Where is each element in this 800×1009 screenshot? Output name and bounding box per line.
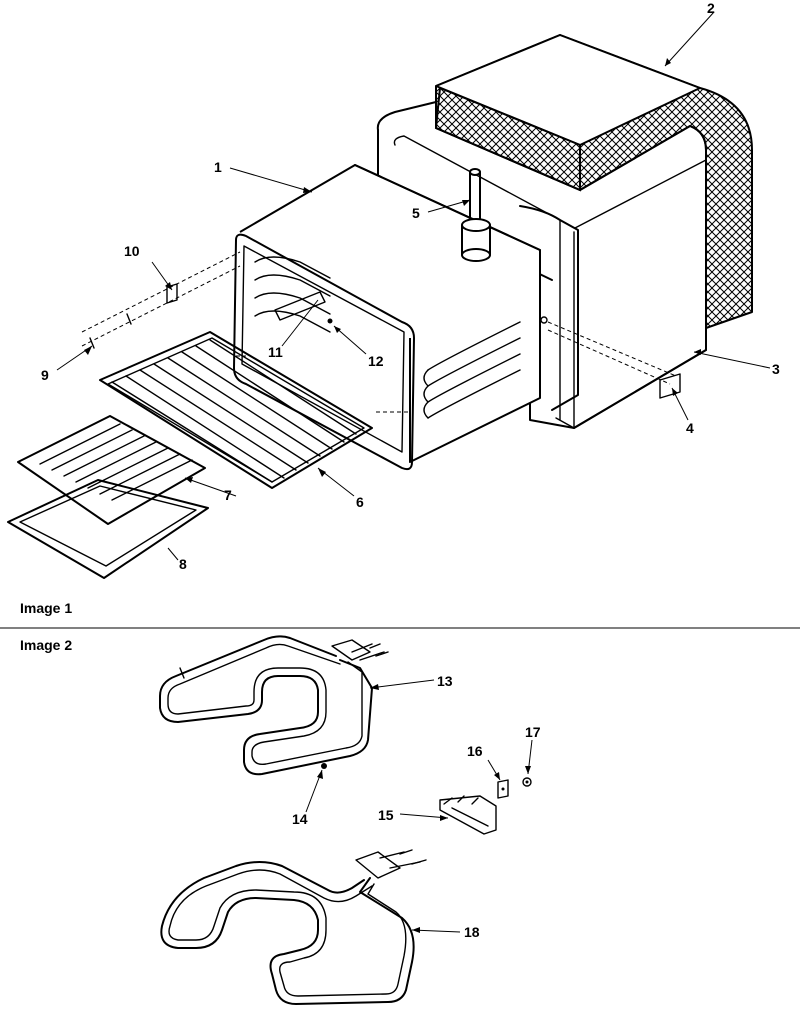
oven-outer-cabinet — [376, 101, 707, 429]
callout-arrows-image1 — [84, 58, 701, 483]
callout-18: 18 — [464, 924, 480, 940]
bracket-16 — [497, 779, 509, 799]
callout-1: 1 — [214, 159, 222, 175]
assembly-lines — [81, 251, 677, 413]
image1-assembly: 1 2 3 4 5 6 7 8 9 10 11 12 — [7, 0, 780, 579]
callout-7: 7 — [224, 487, 232, 503]
callout-2: 2 — [707, 0, 715, 16]
callout-13: 13 — [437, 673, 453, 689]
callout-9: 9 — [41, 367, 49, 383]
mounting-bracket — [659, 373, 681, 399]
callout-4: 4 — [686, 420, 694, 436]
image2-elements: 13 14 15 16 17 18 — [159, 635, 541, 1005]
callout-14: 14 — [292, 811, 308, 827]
nut-17 — [522, 777, 532, 787]
rack-support-bracket — [166, 283, 178, 304]
callout-11: 11 — [268, 344, 283, 360]
callout-10: 10 — [124, 243, 140, 259]
oven-liner — [233, 164, 548, 471]
callout-6: 6 — [356, 494, 364, 510]
terminal-block — [439, 795, 497, 835]
vent-tube — [461, 168, 491, 262]
callout-leaders-image2 — [305, 679, 533, 933]
screws — [89, 313, 132, 349]
callout-5: 5 — [412, 205, 420, 221]
callout-arrows-image2 — [317, 684, 531, 933]
broiler-pan — [7, 479, 209, 579]
callout-leaders-image1 — [56, 11, 771, 561]
screw-12 — [327, 318, 333, 324]
broiler-pan-insert — [17, 415, 206, 525]
oven-rack — [99, 331, 373, 489]
callout-17: 17 — [525, 724, 541, 740]
section-label-image2: Image 2 — [20, 637, 72, 653]
section-label-image1: Image 1 — [20, 600, 72, 616]
callout-15: 15 — [378, 807, 394, 823]
bake-element — [160, 849, 427, 1005]
callout-16: 16 — [467, 743, 483, 759]
callout-8: 8 — [179, 556, 187, 572]
callout-3: 3 — [772, 361, 780, 377]
broil-element — [159, 635, 389, 776]
callout-12: 12 — [368, 353, 384, 369]
